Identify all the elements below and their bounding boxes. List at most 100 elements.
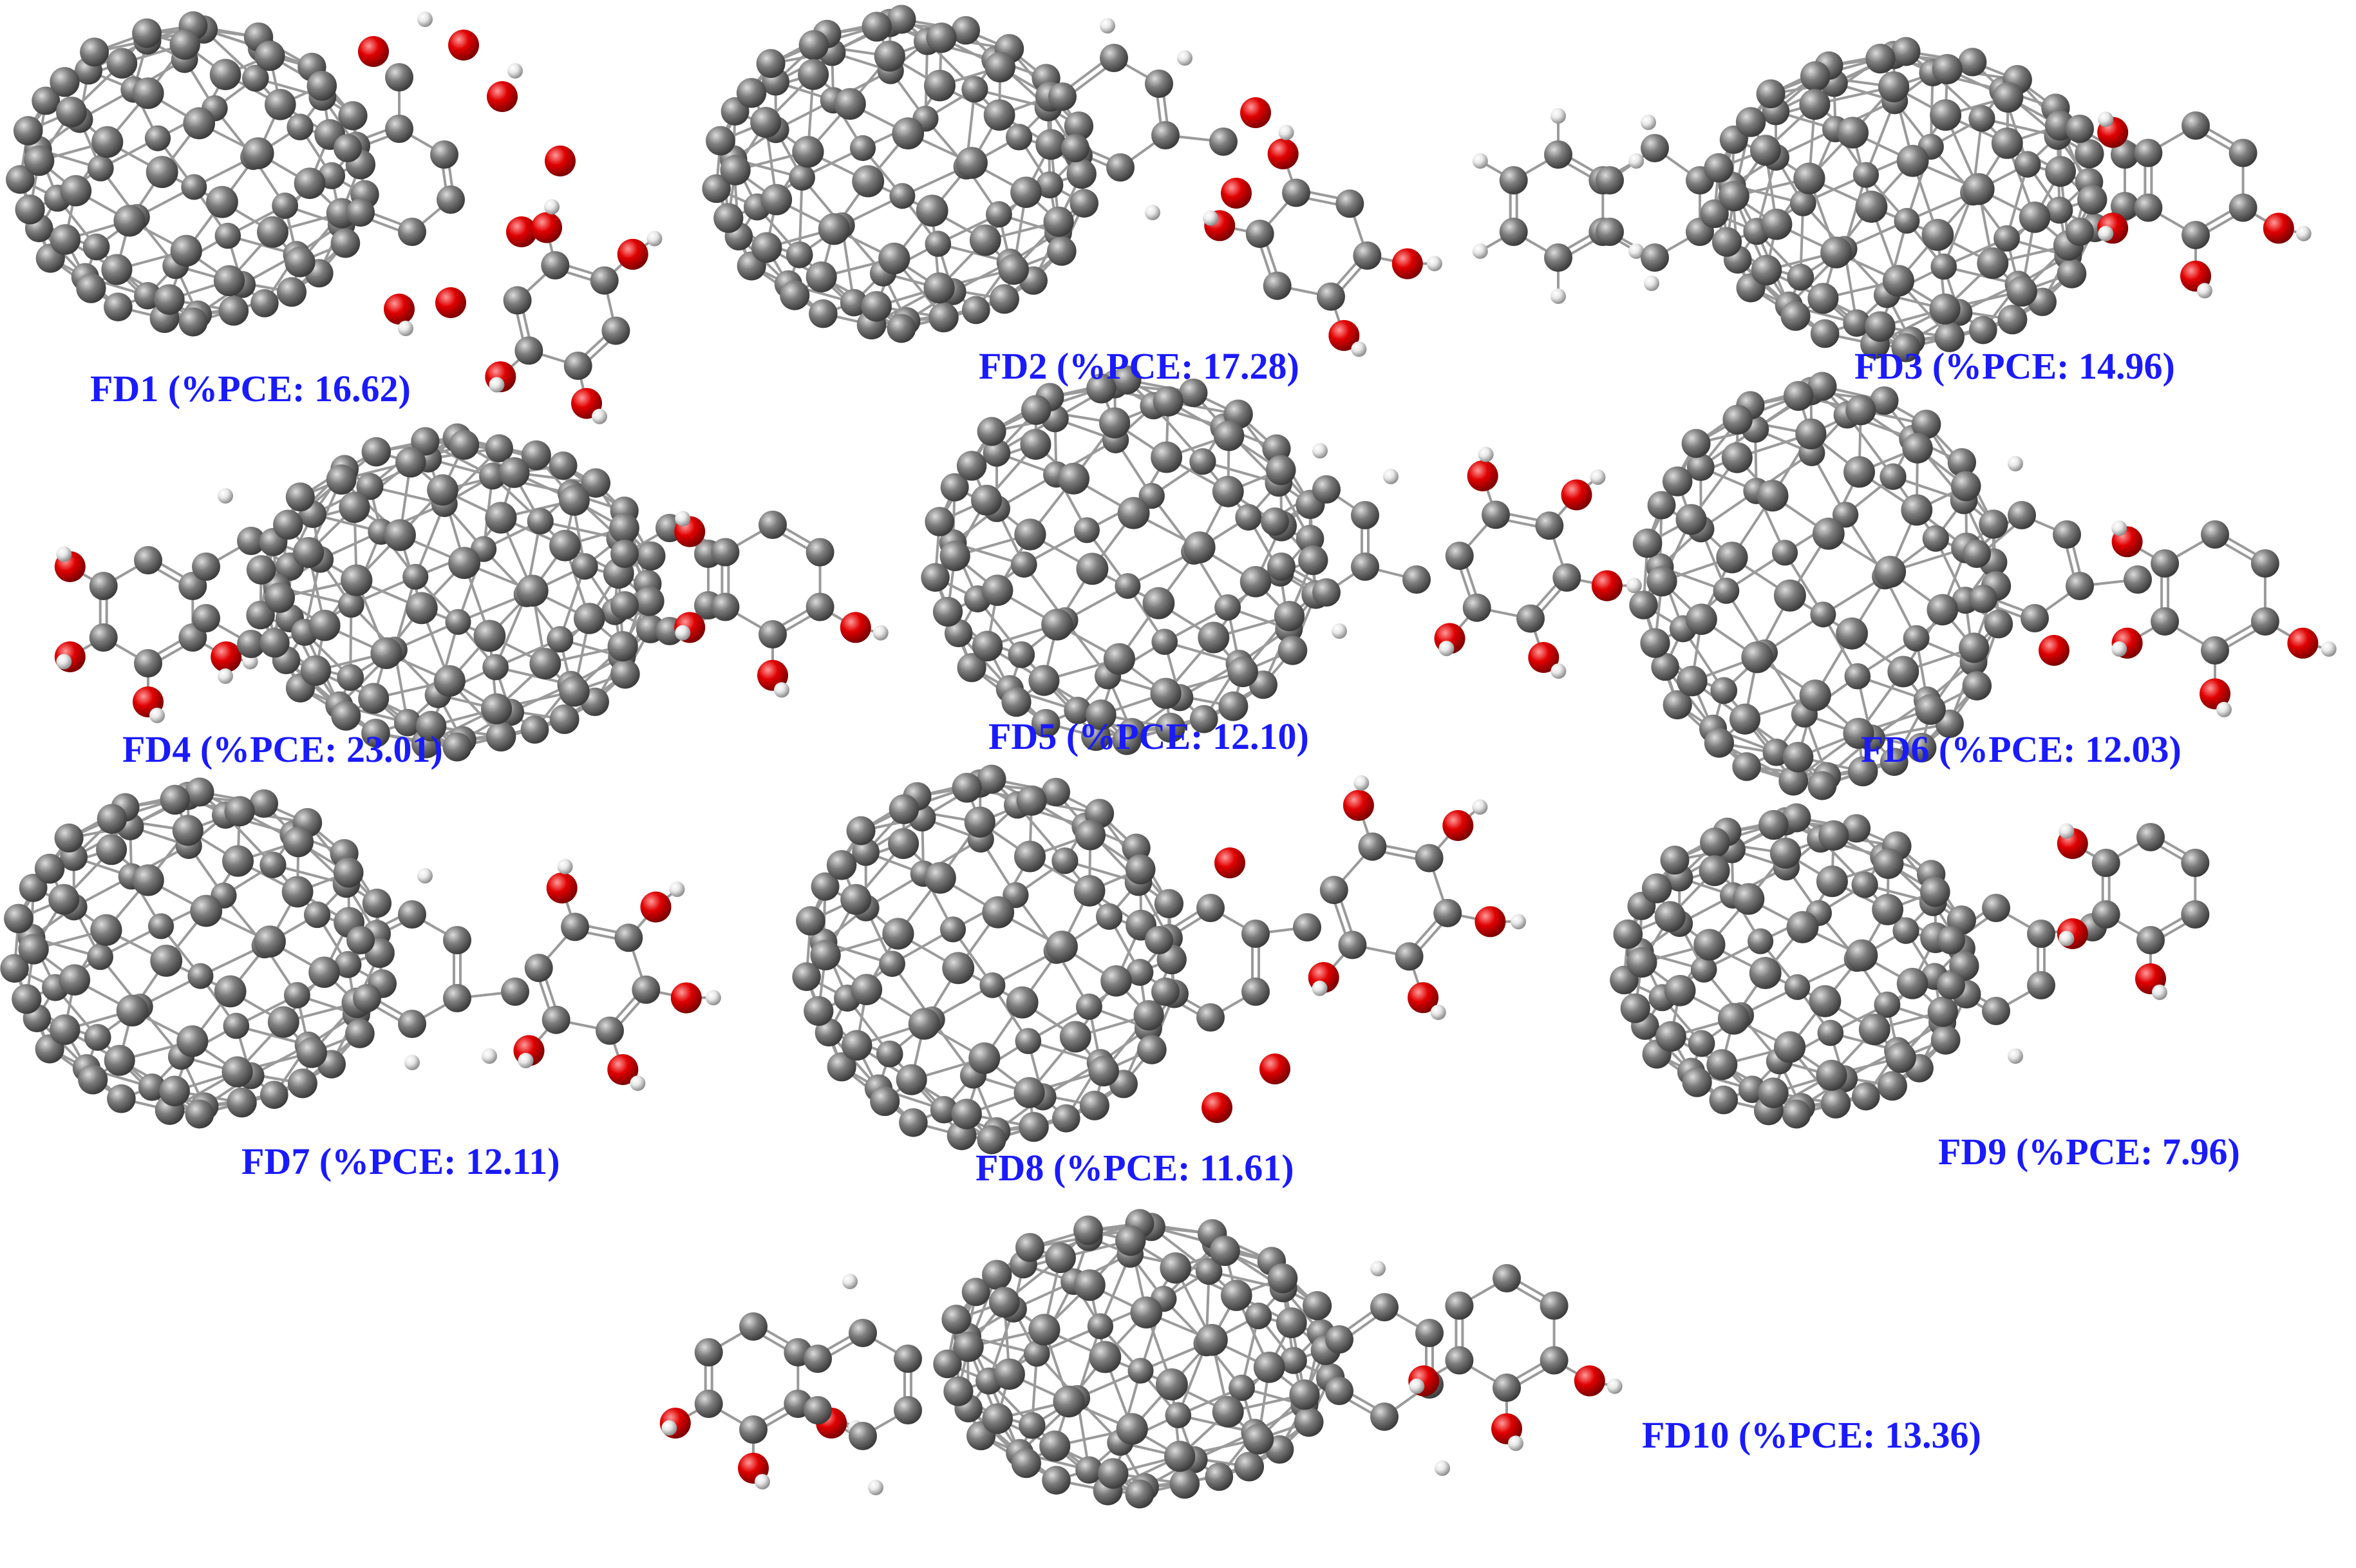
hydrogen-atom — [404, 1055, 420, 1070]
carbon-atom — [1048, 82, 1077, 111]
carbon-atom — [1780, 301, 1810, 331]
carbon-atom — [2077, 185, 2107, 214]
carbon-atom — [445, 609, 471, 635]
carbon-atom — [1205, 1463, 1233, 1491]
carbon-atom — [247, 555, 276, 585]
carbon-atom — [78, 1064, 108, 1094]
carbon-atom — [88, 155, 114, 182]
carbon-atom — [1865, 44, 1895, 73]
carbon-atom — [1433, 899, 1462, 927]
carbon-atom — [798, 59, 829, 90]
carbon-atom — [796, 906, 825, 936]
hydrogen-atom — [417, 12, 433, 27]
carbon-atom — [227, 1088, 256, 1117]
hydrogen-atom — [56, 654, 71, 670]
oxygen-atom — [1592, 571, 1623, 601]
carbon-atom — [284, 982, 310, 1008]
carbon-atom — [1757, 79, 1786, 108]
carbon-atom — [972, 631, 1003, 662]
carbon-atom — [596, 1017, 624, 1045]
hydrogen-atom — [1383, 469, 1399, 484]
carbon-atom — [283, 827, 314, 857]
carbon-atom — [1902, 433, 1932, 463]
carbon-atom — [953, 1332, 983, 1362]
label-fd8: FD8 (%PCE: 11.61) — [975, 1149, 1294, 1187]
carbon-atom — [1880, 464, 1906, 490]
hydrogen-atom — [2296, 226, 2312, 241]
carbon-atom — [308, 956, 340, 988]
carbon-atom — [2021, 604, 2049, 632]
hydrogen-atom — [1203, 211, 1218, 226]
carbon-atom — [1982, 997, 2010, 1025]
carbon-atom — [1626, 947, 1657, 978]
oxygen-atom — [1475, 906, 1505, 937]
carbon-atom — [924, 70, 956, 101]
carbon-atom — [334, 134, 362, 162]
carbon-atom — [1076, 553, 1108, 585]
carbon-atom — [878, 243, 910, 274]
carbon-atom — [219, 296, 249, 326]
carbon-atom — [998, 254, 1029, 285]
carbon-atom — [1706, 1049, 1737, 1080]
carbon-atom — [971, 485, 1002, 516]
carbon-atom — [1263, 272, 1292, 300]
carbon-atom — [398, 900, 426, 929]
carbon-atom — [1710, 677, 1737, 704]
carbon-atom — [1493, 1264, 1521, 1292]
carbon-atom — [1241, 920, 1270, 948]
oxygen-atom — [1561, 480, 1592, 511]
carbon-atom — [1137, 1035, 1167, 1064]
carbon-atom — [2066, 115, 2094, 143]
carbon-atom — [1021, 395, 1051, 424]
carbon-atom — [1325, 1377, 1353, 1405]
carbon-atom — [1074, 1269, 1106, 1301]
carbon-atom — [277, 277, 306, 307]
carbon-atom — [1150, 678, 1181, 709]
carbon-atom — [1151, 628, 1178, 655]
hydrogen-atom — [518, 1053, 534, 1068]
carbon-atom — [1074, 517, 1100, 543]
carbon-atom — [1042, 1466, 1071, 1495]
oxygen-atom — [358, 36, 389, 67]
carbon-atom — [214, 976, 247, 1008]
carbon-atom — [148, 913, 174, 939]
carbon-atom — [499, 457, 530, 488]
carbon-atom — [549, 530, 581, 562]
hydrogen-atom — [630, 1075, 645, 1091]
fd3-atoms — [1473, 37, 2312, 363]
carbon-atom — [1070, 189, 1098, 218]
hydrogen-atom — [1644, 276, 1659, 291]
carbon-atom — [84, 1024, 111, 1051]
carbon-atom — [1874, 556, 1906, 588]
carbon-atom — [1642, 873, 1672, 903]
carbon-atom — [1923, 525, 1949, 552]
carbon-atom — [1210, 1236, 1240, 1266]
carbon-atom — [1099, 408, 1130, 439]
carbon-atom — [610, 591, 639, 619]
carbon-atom — [1118, 497, 1150, 529]
carbon-atom — [695, 1338, 723, 1366]
carbon-atom — [309, 610, 341, 641]
hydrogen-atom — [1145, 205, 1160, 220]
carbon-atom — [695, 1390, 723, 1418]
carbon-atom — [1892, 37, 1921, 66]
oxygen-atom — [1343, 790, 1374, 821]
carbon-atom — [1770, 838, 1801, 869]
hydrogen-atom — [1641, 115, 1656, 130]
carbon-atom — [334, 858, 364, 888]
oxygen-atom — [1268, 138, 1299, 169]
carbon-atom — [923, 272, 954, 303]
carbon-atom — [1198, 622, 1229, 654]
carbon-atom — [185, 1100, 214, 1129]
carbon-atom — [2251, 607, 2279, 636]
carbon-atom — [879, 950, 905, 977]
carbon-atom — [1165, 1402, 1192, 1428]
carbon-atom — [550, 704, 580, 734]
carbon-atom — [1282, 178, 1310, 207]
carbon-atom — [1878, 71, 1909, 102]
carbon-atom — [1810, 601, 1836, 627]
carbon-atom — [941, 1305, 971, 1334]
carbon-atom — [711, 538, 739, 567]
oxygen-atom — [1442, 810, 1473, 841]
carbon-atom — [542, 1006, 570, 1034]
